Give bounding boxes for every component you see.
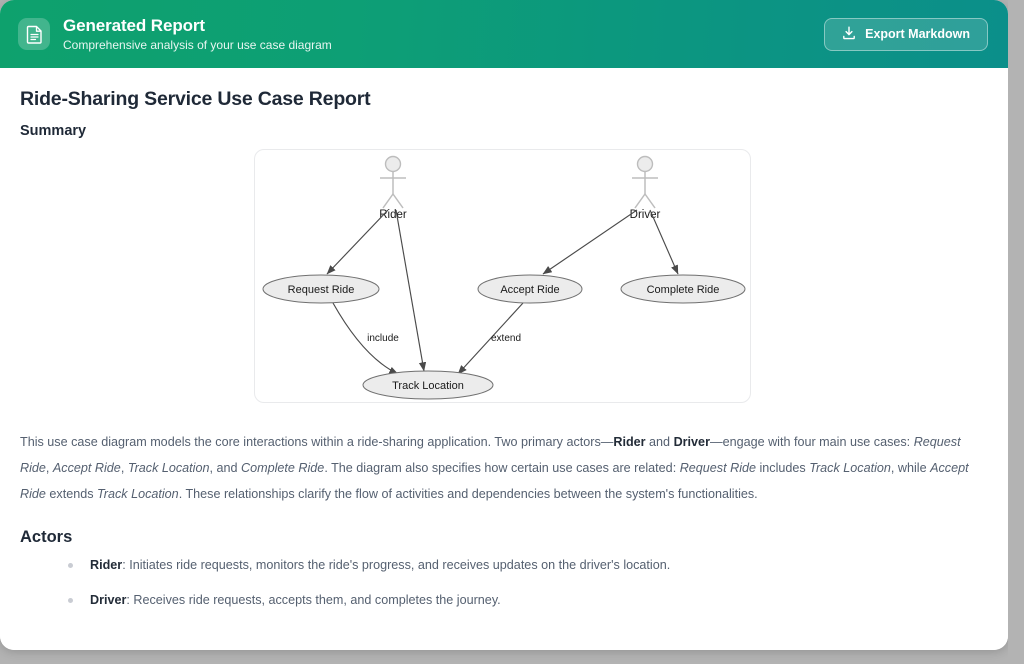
use-case-em: Track Location bbox=[97, 487, 179, 502]
diagram-actor-label: Driver bbox=[629, 209, 660, 221]
use-case-em: Track Location bbox=[809, 461, 891, 476]
page-title: Generated Report bbox=[63, 15, 205, 35]
actors-list: Rider: Initiates ride requests, monitors… bbox=[20, 557, 984, 609]
edge-extend bbox=[457, 302, 523, 375]
export-markdown-button[interactable]: Export Markdown bbox=[824, 17, 988, 51]
summary-paragraph: This use case diagram models the core in… bbox=[20, 429, 984, 508]
edge-driver-complete-ride bbox=[648, 209, 679, 275]
summary-text: , while bbox=[890, 461, 931, 476]
actor-driver-strong: Driver bbox=[673, 435, 710, 449]
list-item: Driver: Receives ride requests, accepts … bbox=[68, 592, 984, 608]
report-body: Ride-Sharing Service Use Case Report Sum… bbox=[0, 68, 1008, 650]
use-case-label: Track Location bbox=[392, 380, 464, 392]
actor-description: : Receives ride requests, accepts them, … bbox=[126, 592, 501, 607]
summary-text: —engage with four main use cases: bbox=[709, 435, 914, 449]
edge-driver-accept-ride bbox=[542, 209, 637, 275]
summary-text: . The diagram also specifies how certain… bbox=[324, 461, 680, 476]
use-case-label: Accept Ride bbox=[500, 284, 559, 296]
report-header: Generated Report Comprehensive analysis … bbox=[0, 0, 1008, 68]
use-case-em: Complete Ride bbox=[241, 461, 325, 476]
edge-label-include: include bbox=[367, 333, 399, 344]
use-case-em: Accept Ride bbox=[20, 461, 969, 502]
summary-text: extends bbox=[45, 487, 98, 502]
document-icon bbox=[18, 18, 50, 50]
bullet-icon bbox=[68, 597, 73, 603]
use-case-track-location: Track Location bbox=[362, 370, 493, 400]
summary-text: , and bbox=[209, 461, 241, 476]
report-window: Generated Report Comprehensive analysis … bbox=[0, 0, 1008, 650]
use-case-em: Request Ride bbox=[679, 461, 756, 476]
use-case-complete-ride: Complete Ride bbox=[620, 274, 745, 304]
bullet-icon bbox=[68, 562, 73, 568]
summary-text: , bbox=[45, 461, 53, 476]
edge-label-extend: extend bbox=[490, 333, 520, 344]
scrollbar[interactable] bbox=[1008, 0, 1024, 664]
header-titles: Generated Report Comprehensive analysis … bbox=[63, 16, 332, 52]
diagram-svg: Rider Driver inc bbox=[262, 155, 745, 400]
use-case-request-ride: Request Ride bbox=[262, 274, 379, 304]
diagram-actor-driver: Driver bbox=[629, 155, 660, 221]
summary-text: includes bbox=[756, 461, 810, 476]
download-icon bbox=[842, 26, 856, 43]
list-item: Rider: Initiates ride requests, monitors… bbox=[68, 557, 984, 573]
page-subtitle: Comprehensive analysis of your use case … bbox=[63, 37, 332, 52]
summary-text: and bbox=[645, 435, 674, 449]
use-case-label: Request Ride bbox=[287, 284, 354, 296]
edge-rider-request-ride bbox=[326, 209, 388, 275]
use-case-diagram: Rider Driver inc bbox=[253, 149, 751, 403]
use-case-em: Track Location bbox=[127, 461, 210, 476]
use-case-em: Accept Ride bbox=[52, 461, 121, 476]
summary-text: This use case diagram models the core in… bbox=[20, 435, 614, 449]
diagram-actor-rider: Rider bbox=[379, 155, 406, 221]
edge-rider-track-location bbox=[394, 209, 426, 372]
edge-include bbox=[331, 302, 398, 375]
use-case-accept-ride: Accept Ride bbox=[477, 274, 582, 304]
export-markdown-label: Export Markdown bbox=[865, 27, 970, 41]
summary-text: , bbox=[120, 461, 128, 476]
summary-heading: Summary bbox=[20, 123, 87, 139]
actor-rider-strong: Rider bbox=[613, 435, 646, 449]
use-case-label: Complete Ride bbox=[646, 284, 719, 296]
summary-text: . These relationships clarify the flow o… bbox=[178, 487, 758, 502]
actor-description: : Initiates ride requests, monitors the … bbox=[122, 557, 671, 572]
use-case-em: Request Ride bbox=[20, 435, 961, 476]
actor-name: Driver bbox=[90, 592, 127, 607]
actor-name: Rider bbox=[90, 557, 123, 572]
actors-heading: Actors bbox=[20, 527, 73, 546]
report-title: Ride-Sharing Service Use Case Report bbox=[20, 88, 371, 110]
